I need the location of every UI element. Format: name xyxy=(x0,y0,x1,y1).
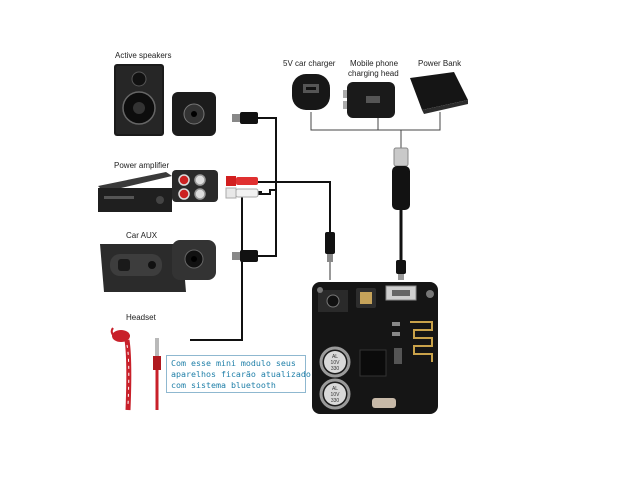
amplifier-rca-closeup xyxy=(172,170,218,202)
car-aux-label: Car AUX xyxy=(126,231,158,240)
car-aux-plug xyxy=(232,250,258,262)
power-amplifier-label: Power amplifier xyxy=(114,161,169,170)
caption-line-3: com sistema bluetooth xyxy=(171,380,276,390)
speaker-plug xyxy=(232,112,258,124)
pcb-antenna xyxy=(410,321,433,362)
power-amplifier: Power amplifier xyxy=(98,161,259,212)
cap1-text-1: AL xyxy=(332,354,338,360)
cap1-text-3: 330 xyxy=(331,366,340,372)
caption-box: Com esse mini modulo seus aparelhos fica… xyxy=(166,355,311,393)
cap2-text-1: AL xyxy=(332,386,338,392)
headset: Headset xyxy=(110,313,161,411)
car-charger: 5V car charger xyxy=(283,59,336,110)
bluetooth-module-board: AL 10V 330 AL 10V 330 xyxy=(312,282,438,414)
cable-amplifier-2 xyxy=(258,189,276,195)
active-speakers: Active speakers xyxy=(114,51,258,136)
caption-line-1: Com esse mini modulo seus xyxy=(171,358,296,368)
cap2-text-2: 10V xyxy=(331,392,341,398)
phone-head-label-line1: Mobile phone xyxy=(350,59,399,68)
cap1-text-2: 10V xyxy=(331,360,341,366)
power-bank-label: Power Bank xyxy=(418,59,462,68)
capacitor-1: AL 10V 330 xyxy=(319,346,351,378)
mobile-phone-charging-head: Mobile phone charging head xyxy=(343,59,399,118)
car-aux: Car AUX xyxy=(100,231,258,292)
cable-bus-to-board xyxy=(276,181,331,232)
headset-label: Headset xyxy=(126,313,157,322)
board-audio-plug xyxy=(325,232,335,280)
phone-head-label-line2: charging head xyxy=(348,69,399,78)
cap2-text-3: 330 xyxy=(331,398,340,404)
caption-line-2: aparelhos ficarão atualizado xyxy=(171,369,311,379)
cable-speakers xyxy=(258,117,277,182)
power-bank: Power Bank xyxy=(410,59,468,114)
cable-charger-bus xyxy=(310,112,441,131)
active-speakers-label: Active speakers xyxy=(115,51,171,60)
cable-car-aux xyxy=(258,182,277,257)
car-charger-label: 5V car charger xyxy=(283,59,336,68)
usb-plug xyxy=(392,147,410,280)
rca-plugs xyxy=(225,176,259,199)
capacitor-2: AL 10V 330 xyxy=(319,378,351,410)
